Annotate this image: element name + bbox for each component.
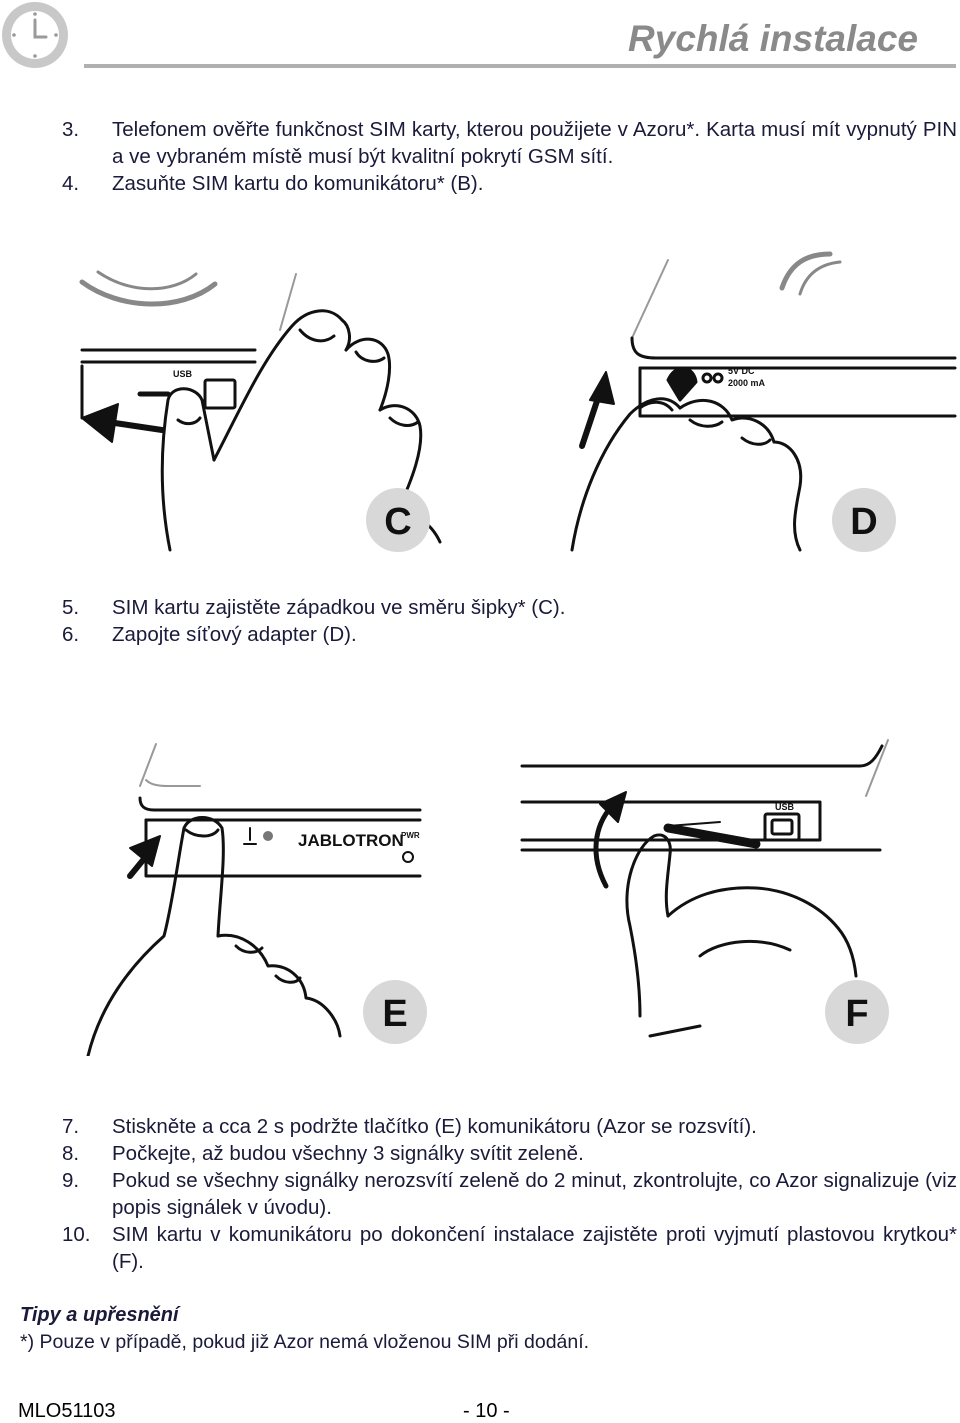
step-number: 10. (62, 1223, 91, 1246)
device-illustration-e (138, 743, 422, 878)
figure-label-d: D (850, 501, 877, 543)
tips-text: *) Pouze v případě, pokud již Azor nemá … (20, 1331, 590, 1353)
figure-badge-e (363, 980, 427, 1044)
step-10: 10. SIM kartu v komunikátoru po dokončen… (62, 1221, 957, 1275)
figure-badge-d (832, 488, 896, 552)
clock-icon (2, 2, 68, 68)
document-code: MLO51103 (18, 1400, 116, 1422)
step-5: 5. SIM kartu zajistěte západkou ve směru… (62, 594, 957, 621)
steps-top: 3. Telefonem ověřte funkčnost SIM karty,… (62, 116, 957, 197)
step-9: 9. Pokud se všechny signálky nerozsvítí … (62, 1167, 957, 1221)
arrow-curved-icon (593, 791, 627, 889)
step-text: Zapojte síťový adapter (D). (112, 623, 357, 646)
step-number: 3. (62, 118, 80, 141)
arrow-up-icon (579, 371, 615, 449)
figure-label-e: E (382, 993, 407, 1035)
hand-illustration-d (570, 397, 803, 552)
step-6: 6. Zapojte síťový adapter (D). (62, 621, 957, 648)
dc-current-label: 2000 mA (728, 378, 766, 388)
step-number: 6. (62, 623, 80, 646)
step-text: Počkejte, až budou všechny 3 signálky sv… (112, 1142, 584, 1165)
step-number: 4. (62, 172, 80, 195)
step-number: 9. (62, 1169, 80, 1192)
hand-illustration-e (86, 816, 342, 1056)
hand-illustration-c (160, 309, 442, 552)
arrow-left-icon (81, 403, 165, 443)
figures-c-d: USB 5V DC 2000 mA C D (79, 251, 957, 552)
step-text: Zasuňte SIM kartu do komunikátoru* (B). (112, 172, 484, 195)
step-4: 4. Zasuňte SIM kartu do komunikátoru* (B… (62, 170, 957, 197)
dc-label: 5V DC (728, 366, 755, 376)
step-number: 5. (62, 596, 80, 619)
hand-illustration-f (625, 833, 858, 1038)
step-text: SIM kartu v komunikátoru po dokončení in… (112, 1223, 957, 1273)
header-rule (84, 64, 956, 68)
figure-badge-f (825, 980, 889, 1044)
figures-e-f: JABLOTRON PWR USB E F (86, 739, 889, 1056)
device-illustration-c (79, 270, 297, 420)
device-illustration-f (520, 739, 889, 852)
usb-label: USB (775, 802, 795, 812)
step-3: 3. Telefonem ověřte funkčnost SIM karty,… (62, 116, 957, 170)
step-text: Pokud se všechny signálky nerozsvítí zel… (112, 1169, 957, 1219)
figure-label-f: F (845, 993, 868, 1035)
figure-badge-c (366, 488, 430, 552)
tips-heading: Tipy a upřesnění (20, 1304, 179, 1326)
arrow-up-right-icon (127, 835, 161, 879)
step-7: 7. Stiskněte a cca 2 s podržte tlačítko … (62, 1113, 957, 1140)
pwr-label: PWR (401, 831, 420, 840)
steps-bottom: 7. Stiskněte a cca 2 s podržte tlačítko … (62, 1113, 957, 1275)
steps-mid: 5. SIM kartu zajistěte západkou ve směru… (62, 594, 957, 648)
device-brand: JABLOTRON (298, 831, 404, 850)
step-text: Telefonem ověřte funkčnost SIM karty, kt… (112, 118, 957, 168)
usb-label: USB (173, 369, 193, 379)
step-8: 8. Počkejte, až budou všechny 3 signálky… (62, 1140, 957, 1167)
step-number: 8. (62, 1142, 80, 1165)
device-illustration-d (630, 251, 957, 418)
page-number: - 10 - (463, 1400, 510, 1422)
page-title: Rychlá instalace (628, 18, 918, 59)
figure-label-c: C (384, 501, 411, 543)
step-text: SIM kartu zajistěte západkou ve směru ši… (112, 596, 566, 619)
step-number: 7. (62, 1115, 80, 1138)
step-text: Stiskněte a cca 2 s podržte tlačítko (E)… (112, 1115, 757, 1138)
